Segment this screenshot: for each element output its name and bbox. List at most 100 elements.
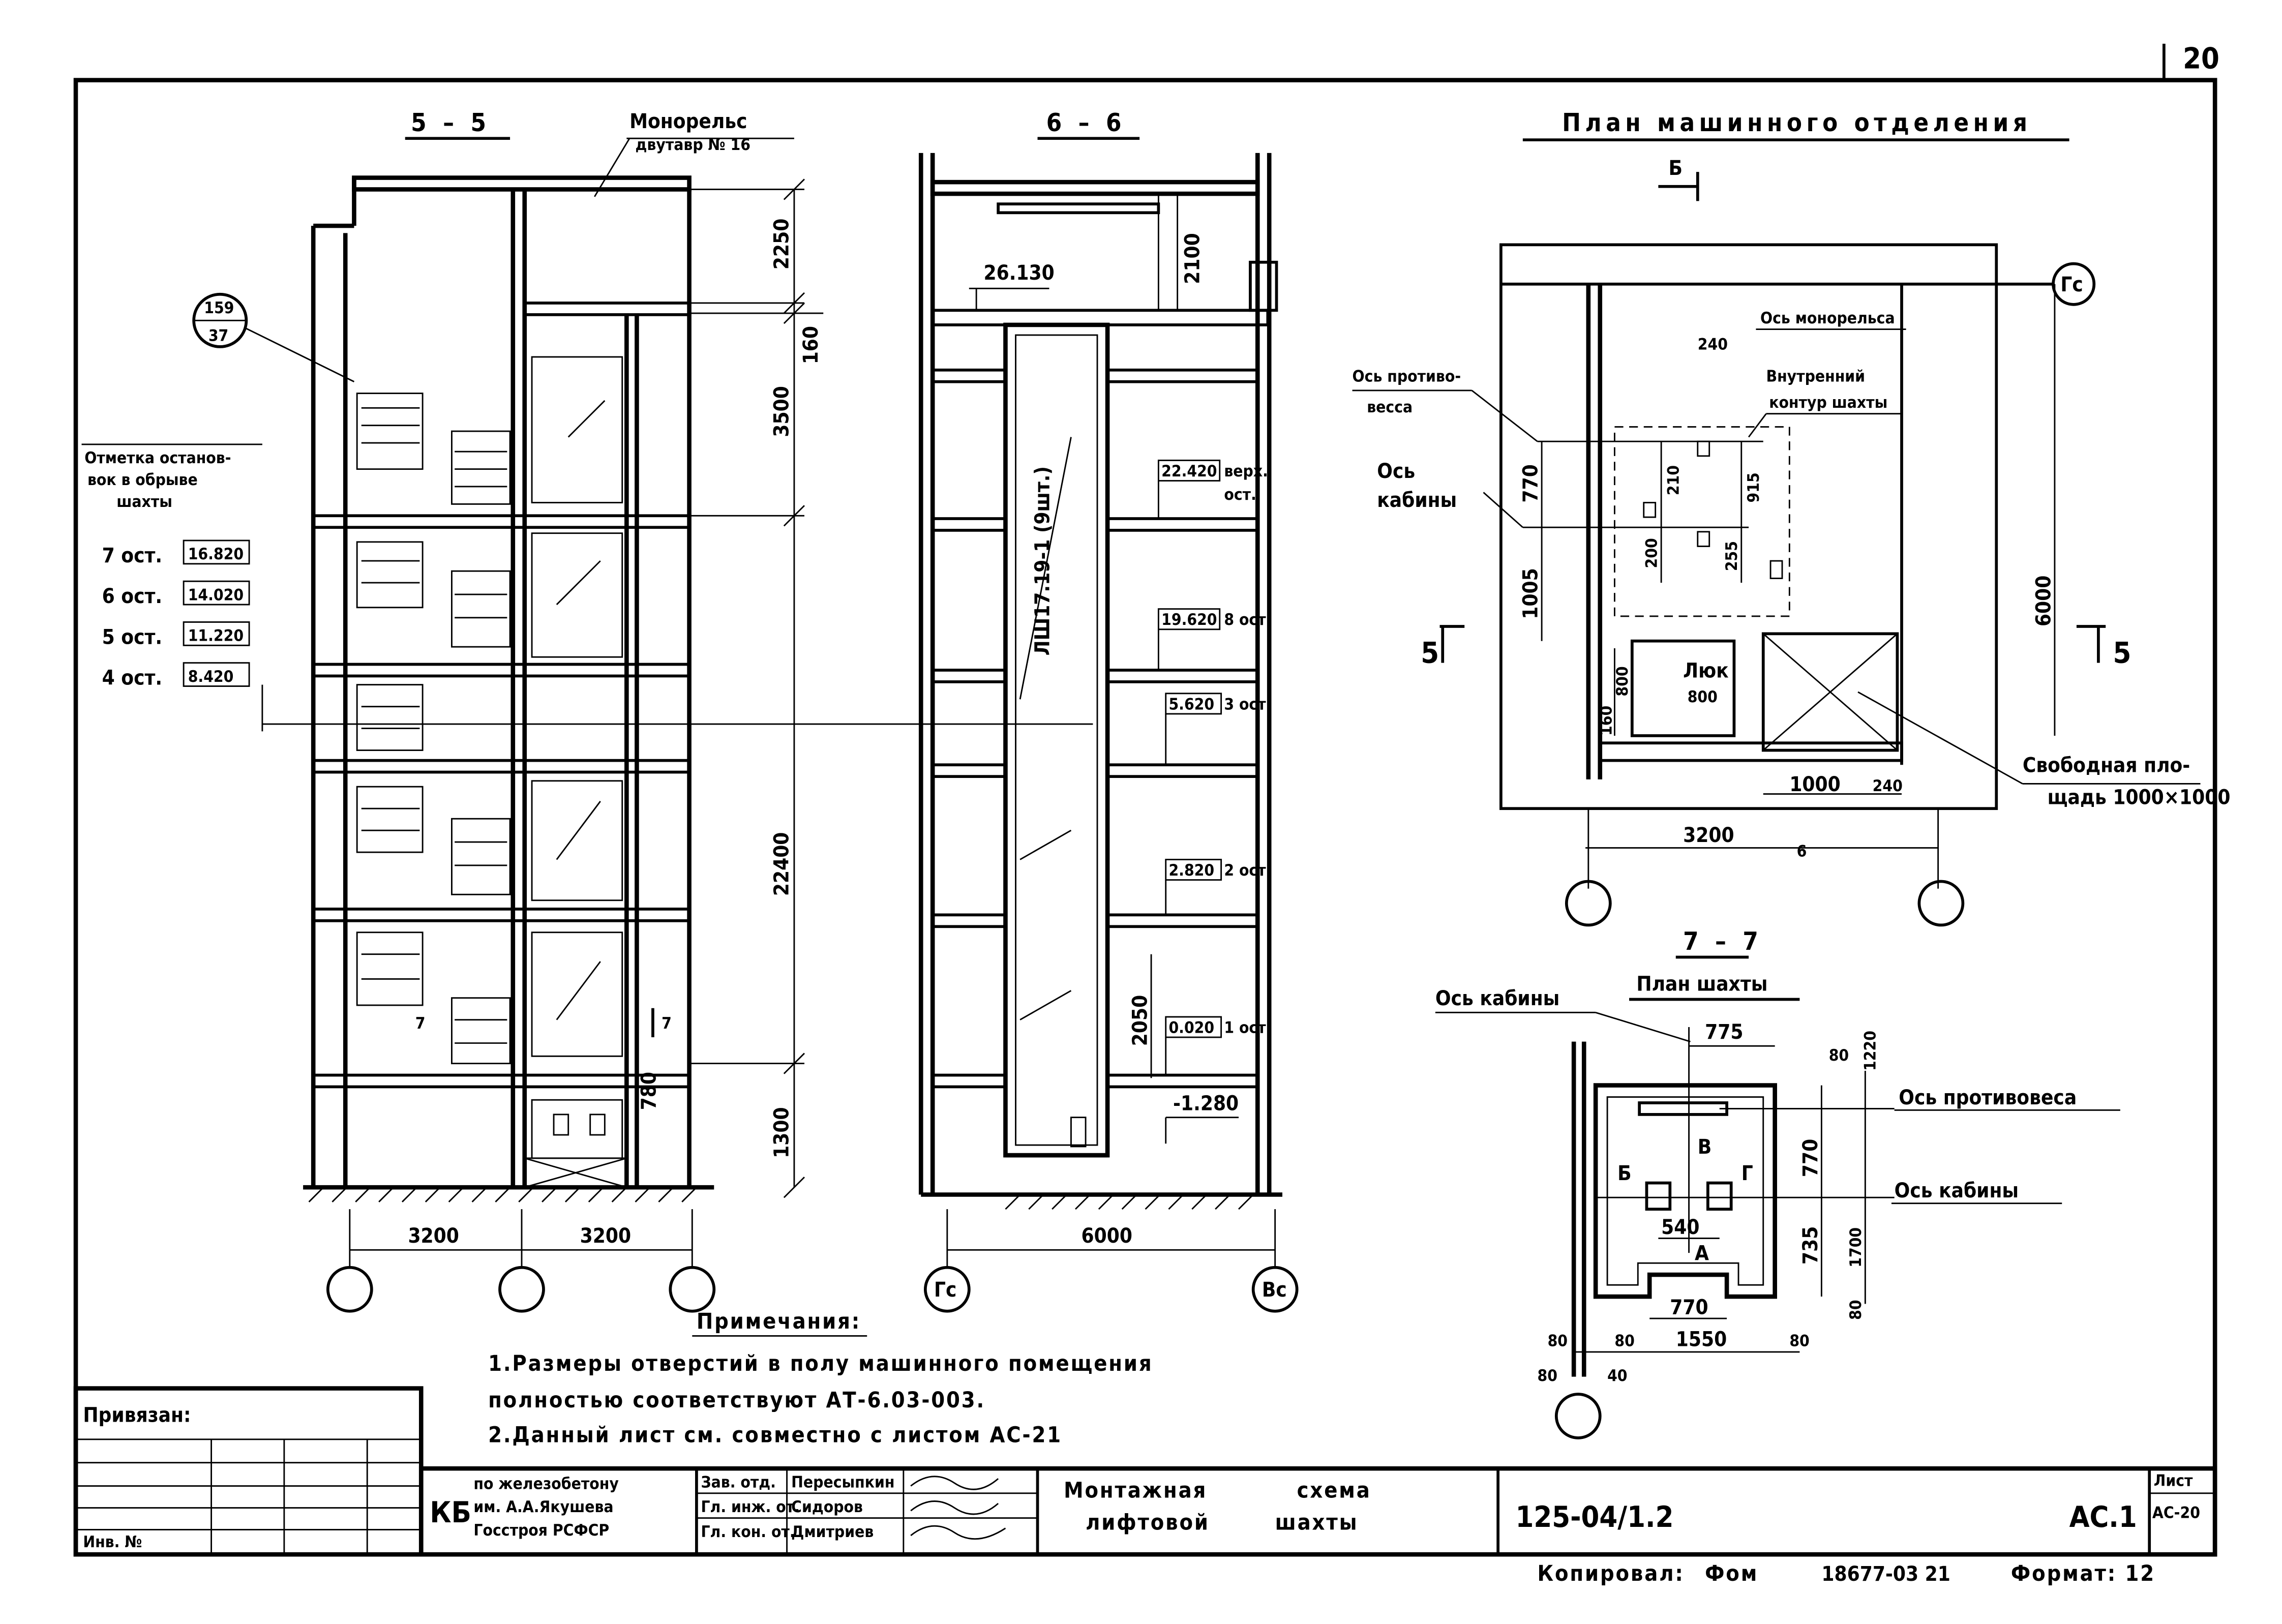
machine-room-title: План машинного отделения bbox=[1562, 109, 2031, 137]
floor-slab bbox=[312, 759, 691, 774]
dim-2050: 2050 bbox=[1128, 995, 1152, 1046]
bound-label: Привязан: bbox=[83, 1403, 191, 1427]
level-label: 3 ост. bbox=[1224, 695, 1271, 713]
dim-80-c: 80 bbox=[1789, 1332, 1809, 1350]
stops-title-line3: шахты bbox=[116, 493, 172, 511]
format-label: Формат: 12 bbox=[2011, 1561, 2155, 1586]
order-number: 18677-03 21 bbox=[1821, 1562, 1950, 1586]
machine-room-floor bbox=[523, 302, 691, 316]
stop-label: 5 ост. bbox=[102, 625, 162, 649]
stops-title-line1: Отметка останов- bbox=[84, 449, 231, 467]
lift-shaft bbox=[1003, 322, 1110, 1158]
level-value: 2.820 bbox=[1168, 861, 1214, 880]
stair-flight bbox=[451, 430, 511, 505]
shaft-contour bbox=[1593, 1083, 1777, 1299]
hatch-label: Люк bbox=[1683, 659, 1729, 682]
sheet-frame bbox=[73, 78, 2217, 1557]
dim-3500: 3500 bbox=[770, 386, 793, 437]
floor-slab bbox=[312, 908, 691, 922]
level-box bbox=[1157, 459, 1221, 482]
signature-2 bbox=[910, 1500, 999, 1515]
level-box bbox=[1157, 608, 1221, 630]
dim-770-bottom: 770 bbox=[1670, 1296, 1708, 1319]
level-box bbox=[1165, 693, 1222, 715]
stair-flight bbox=[356, 541, 424, 609]
level-box bbox=[1165, 1016, 1222, 1038]
letter-b: Б bbox=[1617, 1162, 1632, 1185]
letter-g: Г bbox=[1741, 1162, 1753, 1185]
letter-v: В bbox=[1698, 1135, 1712, 1159]
drawing-title-2: схема bbox=[1297, 1478, 1371, 1503]
machine-room-plan: План машинного отделения Б Гс Люк 800 Ос… bbox=[1352, 109, 2230, 927]
stair-flight bbox=[356, 393, 424, 470]
dim-1005: 1005 bbox=[1519, 568, 1543, 619]
mark-26130: 26.130 bbox=[983, 261, 1054, 285]
dim-3200: 3200 bbox=[1683, 824, 1734, 847]
callout-top: 159 bbox=[204, 299, 234, 317]
title-block: Привязан: Инв. № КБ по железобетону им. … bbox=[73, 1386, 2217, 1586]
counterweight bbox=[1638, 1101, 1728, 1116]
axis-bubble bbox=[326, 1266, 373, 1313]
cabin-axis-right-label: Ось кабины bbox=[1895, 1179, 2019, 1202]
monorail-beam bbox=[997, 202, 1160, 215]
dim-1700: 1700 bbox=[1847, 1227, 1865, 1268]
level-box bbox=[1165, 859, 1222, 881]
dim-2250: 2250 bbox=[770, 219, 793, 269]
drawing-title-1: Монтажная bbox=[1064, 1478, 1207, 1503]
shaft-contour-inner bbox=[1606, 1096, 1764, 1286]
level-value: 22.420 bbox=[1161, 462, 1217, 480]
note-line-3: 2.Данный лист см. совместно с листом АС-… bbox=[488, 1423, 1062, 1448]
dim-160: 160 bbox=[799, 326, 823, 364]
dim-80-b: 80 bbox=[1614, 1332, 1634, 1350]
role-2: Гл. инж. от. bbox=[701, 1498, 800, 1516]
stops-title-line2: вок в обрыве bbox=[87, 471, 198, 489]
dim-22400: 22400 bbox=[770, 832, 793, 896]
shaft-plan-7-7: 7 – 7 План шахты Ось кабины В Б Г А 775 … bbox=[1435, 927, 2120, 1439]
level-label-2: ост. bbox=[1224, 486, 1256, 504]
level-label: 2 ост. bbox=[1224, 861, 1271, 880]
axis-bubble bbox=[1554, 1393, 1602, 1439]
org-line-3: Госстроя РСФСР bbox=[473, 1521, 609, 1540]
dimension-lines bbox=[1541, 284, 2056, 849]
dim-3200-left: 3200 bbox=[408, 1224, 459, 1248]
role-1: Зав. отд. bbox=[701, 1473, 775, 1491]
level-value: 19.620 bbox=[1161, 611, 1217, 629]
free-area-label: Свободная пло- bbox=[2023, 754, 2190, 777]
leader-line bbox=[1857, 691, 2023, 785]
leader-line bbox=[594, 138, 630, 197]
floor-slab bbox=[312, 514, 691, 529]
dim-160: 160 bbox=[1598, 706, 1616, 736]
cabin-axis-label-2: кабины bbox=[1377, 489, 1457, 512]
stair-flight bbox=[356, 786, 424, 853]
counterweight-axis-label: Ось противо- bbox=[1353, 368, 1461, 386]
shaft-diagonal bbox=[1019, 437, 1072, 700]
copied-label: Копировал: bbox=[1538, 1561, 1685, 1586]
dim-1220: 1220 bbox=[1861, 1031, 1879, 1071]
dim-540: 540 bbox=[1661, 1216, 1699, 1239]
section-marker-7-right: 7 bbox=[662, 1014, 672, 1033]
name-3: Дмитриев bbox=[791, 1523, 874, 1541]
machine-room-outline bbox=[1499, 243, 1998, 810]
section-5-5-title: 5 – 5 bbox=[411, 109, 490, 137]
sheet-code: АС.1 bbox=[2069, 1500, 2137, 1534]
dimension-ticks bbox=[689, 178, 824, 1198]
floor-slab bbox=[312, 1073, 691, 1089]
sheet-number: 20 bbox=[2183, 42, 2219, 76]
axis-bubble bbox=[1917, 880, 1965, 927]
dim-80-top: 80 bbox=[1829, 1046, 1849, 1065]
inner-contour-label-2: контур шахты bbox=[1769, 394, 1887, 412]
monorail-label: Монорельс bbox=[629, 110, 747, 133]
dim-6000: 6000 bbox=[1081, 1224, 1132, 1248]
axis-bubble-vc bbox=[1251, 1266, 1299, 1313]
role-3: Гл. кон. от. bbox=[701, 1523, 795, 1541]
mark-minus: -1.280 bbox=[1173, 1092, 1239, 1115]
stop-value: 14.020 bbox=[188, 586, 244, 604]
section-6-6: 6 – 6 2100 26.130 ЛШ17.19-1 (9шт.) bbox=[918, 109, 1299, 1313]
note-line-1: 1.Размеры отверстий в полу машинного пом… bbox=[488, 1351, 1153, 1376]
stair-flight bbox=[356, 684, 424, 751]
signature-3 bbox=[910, 1525, 1006, 1540]
shaft-elements-label: ЛШ17.19-1 (9шт.) bbox=[1031, 466, 1054, 655]
stop-label: 4 ост. bbox=[102, 667, 162, 690]
